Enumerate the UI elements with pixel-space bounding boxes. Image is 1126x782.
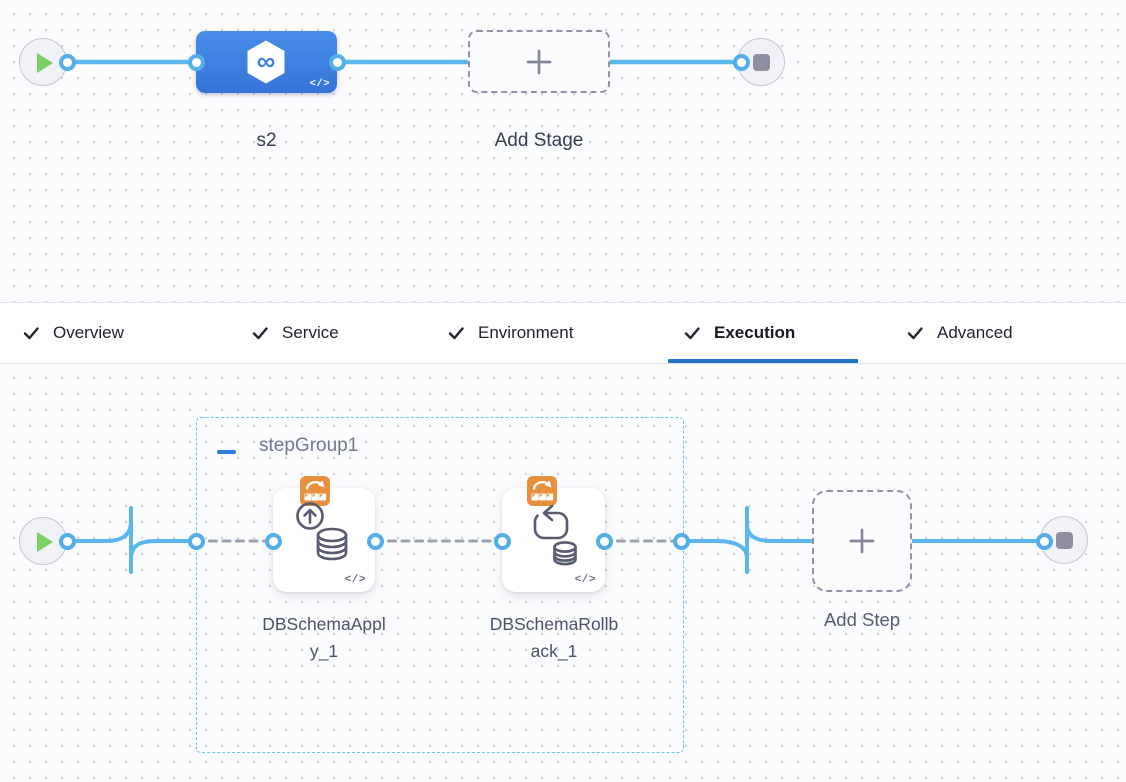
- check-icon: [22, 324, 40, 342]
- connector-port[interactable]: [672, 532, 690, 550]
- stage-pipeline-canvas: ∞ </> s2 Add Stage: [0, 0, 1126, 302]
- stage-config-tabbar: Overview Service Environment Execution A…: [0, 302, 1126, 364]
- check-icon: [251, 324, 269, 342]
- connector-port[interactable]: [366, 532, 384, 550]
- connector-port[interactable]: [732, 53, 750, 71]
- connector-port[interactable]: [58, 53, 76, 71]
- plus-icon: [849, 528, 875, 554]
- step-group-name: stepGroup1: [259, 435, 359, 456]
- execution-end-node[interactable]: [1040, 516, 1088, 564]
- tab-overview[interactable]: Overview: [22, 303, 124, 363]
- tab-service[interactable]: Service: [251, 303, 339, 363]
- stop-icon: [1056, 532, 1073, 549]
- tab-label: Environment: [478, 323, 574, 342]
- tab-label: Execution: [714, 323, 796, 342]
- tab-environment[interactable]: Environment: [447, 303, 573, 363]
- add-stage-label: Add Stage: [494, 130, 584, 151]
- check-icon: [906, 324, 924, 342]
- tab-execution[interactable]: Execution: [667, 303, 859, 363]
- plus-icon: [526, 49, 552, 74]
- tab-label: Overview: [53, 323, 124, 342]
- play-icon: [37, 532, 53, 552]
- stage-node-s2[interactable]: ∞ </>: [196, 31, 337, 93]
- connector-port[interactable]: [595, 532, 613, 550]
- yaml-code-icon[interactable]: </>: [309, 78, 330, 90]
- infinity-glyph: ∞: [256, 46, 276, 76]
- tab-advanced[interactable]: Advanced: [906, 303, 1013, 363]
- collapse-step-group-button[interactable]: [217, 442, 236, 461]
- play-icon: [37, 53, 53, 73]
- add-stage-button[interactable]: [468, 30, 610, 93]
- minus-icon: [217, 449, 236, 454]
- connector-port[interactable]: [187, 53, 205, 71]
- step-name-line2: y_1: [309, 641, 339, 661]
- step-name-label: DBSchemaAppl y_1: [252, 611, 396, 665]
- stop-icon: [753, 54, 770, 71]
- connector-port[interactable]: [187, 532, 205, 550]
- db-schema-apply-icon: [293, 501, 353, 572]
- connector-port[interactable]: [264, 532, 282, 550]
- step-card-dbschemaapply[interactable]: </>: [273, 476, 375, 592]
- add-step-label: Add Step: [823, 609, 901, 630]
- harness-stage-icon: ∞: [245, 39, 287, 85]
- rolling-deploy-badge-icon: [527, 476, 557, 506]
- step-name-line1: DBSchemaAppl: [262, 614, 386, 634]
- step-name-line1: DBSchemaRollb: [489, 614, 619, 634]
- stage-name-label: s2: [256, 130, 277, 151]
- connector-port[interactable]: [493, 532, 511, 550]
- check-icon: [447, 324, 465, 342]
- tab-label: Advanced: [937, 323, 1013, 342]
- step-group-stepGroup1[interactable]: stepGroup1: [196, 417, 684, 753]
- step-name-label: DBSchemaRollb ack_1: [482, 611, 626, 665]
- connector-port[interactable]: [328, 53, 346, 71]
- db-schema-rollback-icon: [522, 501, 582, 572]
- tab-label: Service: [282, 323, 339, 342]
- rolling-deploy-badge-icon: [300, 476, 330, 506]
- connector-port[interactable]: [1035, 532, 1053, 550]
- step-card-dbschemarollback[interactable]: </>: [502, 476, 605, 592]
- check-icon: [683, 324, 701, 342]
- add-step-button[interactable]: [812, 490, 912, 592]
- connector-port[interactable]: [58, 532, 76, 550]
- execution-canvas: stepGroup1: [0, 364, 1126, 782]
- yaml-code-icon[interactable]: </>: [574, 574, 596, 586]
- yaml-code-icon[interactable]: </>: [344, 574, 366, 586]
- step-name-line2: ack_1: [530, 641, 578, 661]
